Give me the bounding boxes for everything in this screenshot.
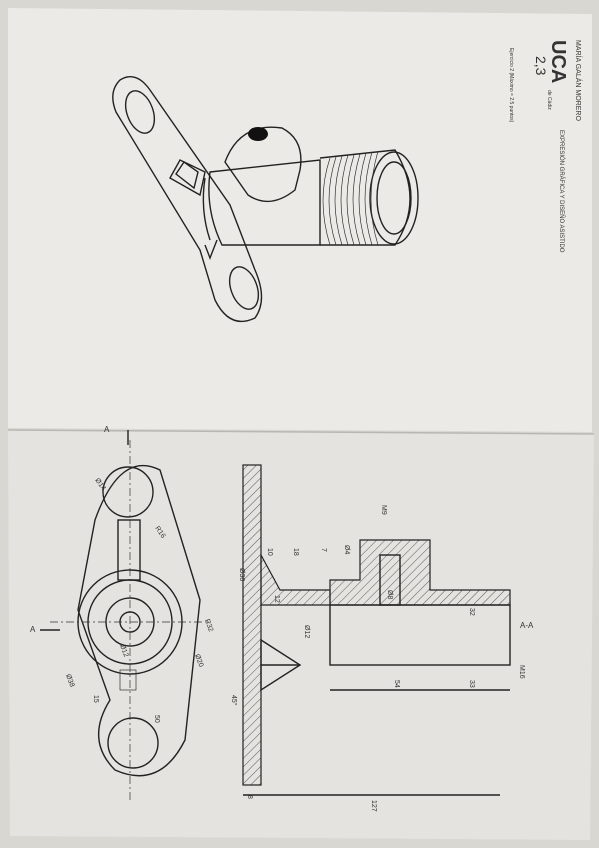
dim-d20: Ø20 [193,653,204,668]
section-view: A-A [242,464,534,796]
dim-10: 10 [266,548,273,556]
dim-33: 33 [468,680,475,688]
dim-45deg: 45° [230,695,238,706]
dim-d30: Ø30 [238,568,245,581]
header-block: MARÍA GALÁN MORERO UCA EXPRESIÓN GRÁFICA… [508,40,583,253]
department-line: EXPRESIÓN GRÁFICA Y DISEÑO ASISTIDO [558,130,565,253]
dim-54: 54 [393,680,400,688]
dim-d8: Ø8 [386,590,393,599]
dim-d4: Ø4 [343,545,350,554]
dim-127: 127 [370,800,377,812]
university-logo-text: UCA [547,40,569,83]
lower-sheet [8,430,594,840]
campus-line: de Cádiz [546,90,552,110]
dim-m16: M16 [518,665,525,679]
dim-50: 50 [153,715,160,723]
dim-18: 18 [292,548,299,556]
dim-d12b: Ø12 [303,625,310,638]
dim-32: 32 [468,608,475,616]
dim-d12: Ø12 [118,643,129,658]
grade-mark: 2,3 [533,56,549,76]
exercise-line: Ejercicio 2 (Máximo = 2.5 puntos) [508,48,514,123]
section-label: A-A [520,621,534,630]
dim-m9: M9 [380,505,387,515]
isometric-view [112,76,419,323]
dim-d38: Ø38 [64,673,75,688]
upper-sheet [8,8,592,432]
student-name: MARÍA GALÁN MORERO [574,40,583,121]
dim-15: 15 [92,695,99,703]
dim-8: 8 [246,795,253,799]
fold-line [7,429,595,435]
dim-7: 7 [320,548,327,552]
dim-r32: R32 [203,618,214,633]
dim-12: 12 [273,595,280,603]
cut-mark-plan: A [30,625,36,634]
cut-mark-top: A [104,425,110,434]
plan-view: A A [30,425,210,800]
